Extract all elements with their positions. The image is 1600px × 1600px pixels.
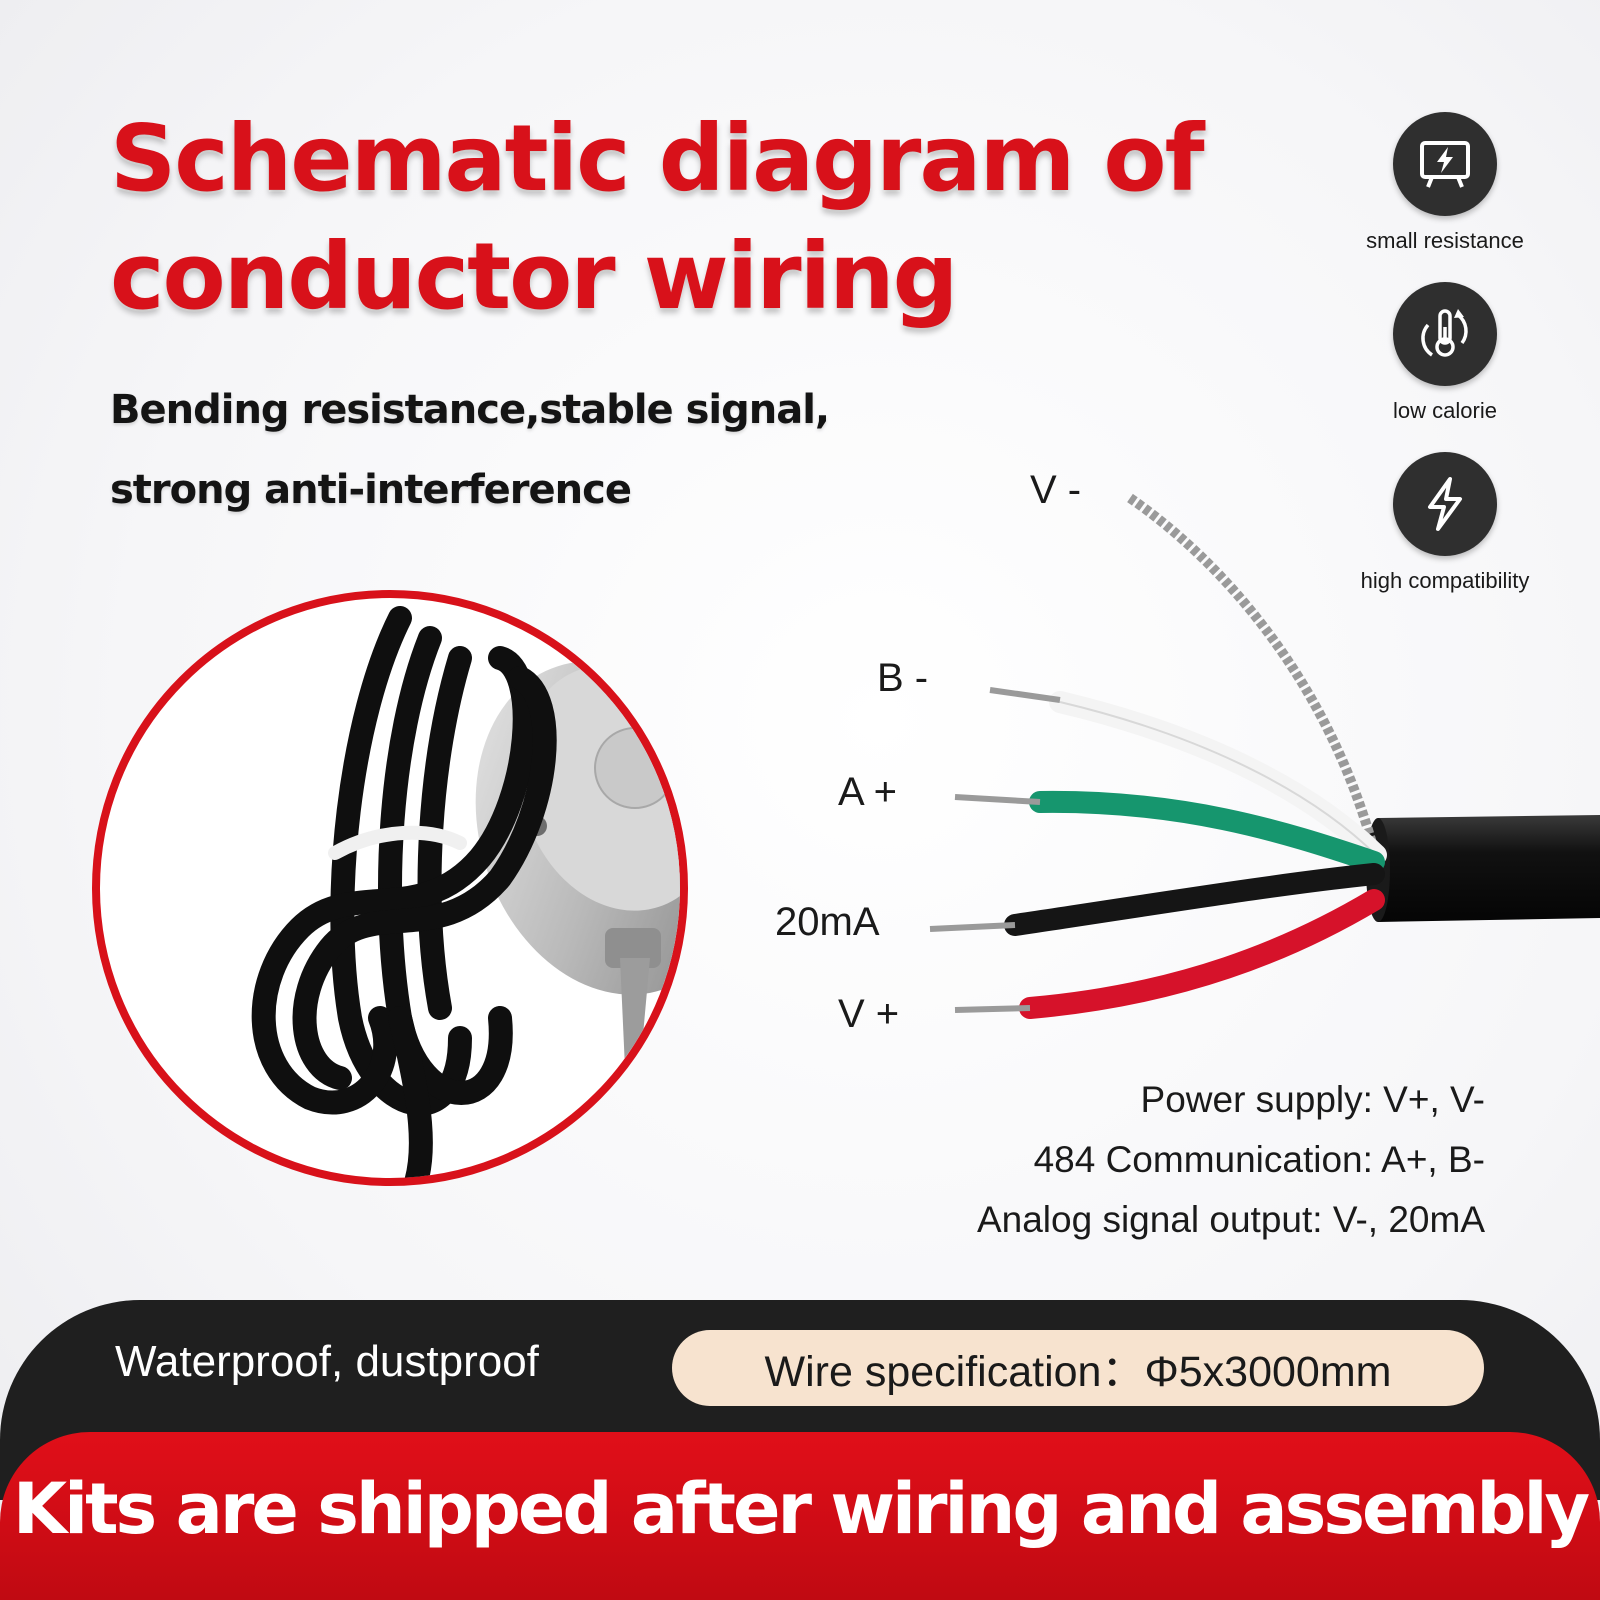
page-title: Schematic diagram of conductor wiring xyxy=(110,105,1205,330)
note-power-supply: Power supply: V+, V- xyxy=(1140,1079,1485,1120)
note-communication: 484 Communication: A+, B- xyxy=(1033,1139,1485,1180)
wire-label-a-plus: A + xyxy=(838,770,897,814)
wire-a-plus xyxy=(1029,790,1385,873)
feature-small-resistance: small resistance xyxy=(1325,112,1565,254)
wire-20ma xyxy=(1004,863,1385,936)
subtitle: Bending resistance,stable signal, strong… xyxy=(110,370,910,530)
feature-low-calorie: low calorie xyxy=(1325,282,1565,424)
note-analog-output: Analog signal output: V-, 20mA xyxy=(976,1199,1485,1240)
subtitle-line-1: Bending resistance,stable signal, xyxy=(110,387,830,433)
shipping-banner-text: Kits are shipped after wiring and assemb… xyxy=(12,1468,1590,1550)
wire-label-b-minus: B - xyxy=(877,656,929,700)
wiring-notes: Power supply: V+, V- 484 Communication: … xyxy=(977,1070,1485,1250)
wire-v-plus xyxy=(1019,889,1385,1019)
shipping-banner xyxy=(0,1432,1600,1600)
wire-label-v-plus: V + xyxy=(838,992,900,1036)
feature-high-compatibility: high compatibility xyxy=(1325,452,1565,594)
product-photo xyxy=(92,590,688,1186)
feature-label: low calorie xyxy=(1393,398,1497,423)
wire-spec-pill: Wire specification：Φ5x3000mm xyxy=(672,1330,1484,1406)
cable-wiring-diagram xyxy=(929,493,1600,1019)
wire-b-minus xyxy=(1049,691,1387,866)
waterproof-text: Waterproof, dustproof xyxy=(115,1337,539,1386)
feature-label: small resistance xyxy=(1366,228,1524,253)
wire-label-v-minus: V - xyxy=(1030,468,1082,512)
cable-jacket xyxy=(1378,815,1600,922)
wire-v-minus xyxy=(1127,493,1381,860)
lightning-bolt-icon xyxy=(1393,452,1497,556)
wire-label-20ma: 20mA xyxy=(775,900,880,944)
thermometer-cycle-icon xyxy=(1393,282,1497,386)
subtitle-line-2: strong anti-interference xyxy=(110,467,632,513)
feature-label: high compatibility xyxy=(1360,568,1530,593)
lightning-screen-icon xyxy=(1393,112,1497,216)
